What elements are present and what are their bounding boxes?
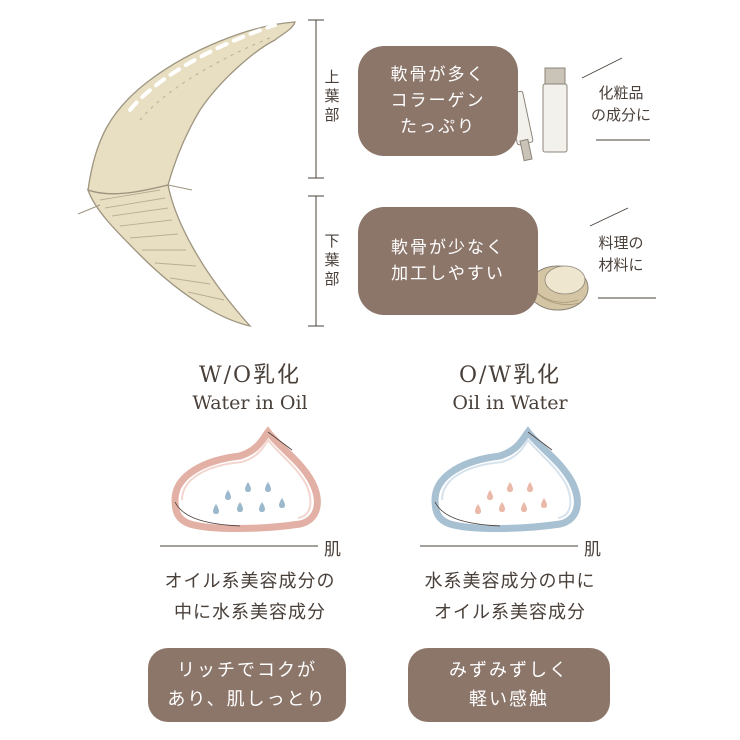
upper-lobe-shape bbox=[87, 21, 296, 195]
ow-description: 水系美容成分の中に オイル系美容成分 bbox=[380, 566, 640, 628]
ow-title-en: Oil in Water bbox=[452, 392, 568, 414]
upper-label-char: 葉 bbox=[324, 87, 340, 105]
pill-line: 軟骨が少なく bbox=[391, 238, 505, 258]
pill-line: みずみずしく bbox=[449, 660, 569, 681]
pill-line: リッチでコクが bbox=[177, 660, 317, 681]
note-line: 化粧品 bbox=[598, 84, 644, 102]
upper-lobe-label: 上 葉 部 bbox=[322, 68, 342, 125]
note-line: 材料に bbox=[598, 256, 644, 274]
upper-label-char: 上 bbox=[324, 68, 340, 86]
pill-line: たっぷり bbox=[400, 117, 476, 137]
wo-heading: W/O乳化 Water in Oil bbox=[140, 362, 360, 416]
pill-line: 軽い感触 bbox=[469, 689, 549, 710]
wo-cream-shape bbox=[171, 426, 321, 532]
lower-lobe-label: 下 葉 部 bbox=[322, 232, 342, 289]
desc-line: オイル系美容成分の bbox=[164, 571, 336, 592]
wo-title-jp: W/O乳化 bbox=[198, 363, 302, 388]
upper-lobe-dashes bbox=[128, 23, 277, 112]
desc-line: オイル系美容成分 bbox=[434, 602, 586, 623]
ow-title-jp: O/W乳化 bbox=[458, 363, 562, 388]
ow-heading: O/W乳化 Oil in Water bbox=[400, 362, 620, 416]
cosmetic-bottle-icon bbox=[542, 67, 568, 153]
upper-label-char: 部 bbox=[324, 106, 340, 124]
cooking-note: 料理の 材料に bbox=[586, 232, 656, 276]
lower-lobe-fibers bbox=[99, 189, 225, 301]
cosmetics-note: 化粧品 の成分に bbox=[578, 82, 664, 126]
wo-feature-pill: リッチでコクが あり、肌しっとり bbox=[148, 648, 346, 722]
lower-lobe-shape bbox=[86, 184, 252, 328]
food-slice-icon bbox=[527, 265, 589, 311]
wo-description: オイル系美容成分の 中に水系美容成分 bbox=[120, 566, 380, 628]
pill-line: 加工しやすい bbox=[391, 264, 505, 284]
pill-line: コラーゲン bbox=[390, 91, 486, 111]
lower-label-char: 葉 bbox=[324, 251, 340, 269]
upper-lobe-pill: 軟骨が多く コラーゲン たっぷり bbox=[358, 46, 518, 156]
ow-feature-pill: みずみずしく 軽い感触 bbox=[408, 648, 610, 722]
note-line: の成分に bbox=[590, 106, 651, 124]
pill-line: あり、肌しっとり bbox=[167, 689, 327, 710]
lower-label-char: 下 bbox=[324, 232, 340, 250]
wo-title-en: Water in Oil bbox=[192, 392, 308, 414]
note-line: 料理の bbox=[598, 234, 644, 252]
ow-cream-shape bbox=[431, 426, 581, 532]
wo-water-drops bbox=[213, 482, 285, 514]
lower-label-char: 部 bbox=[324, 270, 340, 288]
pill-line: 軟骨が多く bbox=[390, 65, 486, 85]
wo-skin-label: 肌 bbox=[324, 540, 341, 560]
desc-line: 中に水系美容成分 bbox=[174, 602, 326, 623]
desc-line: 水系美容成分の中に bbox=[424, 571, 596, 592]
ow-oil-drops bbox=[475, 482, 547, 514]
lower-lobe-pill: 軟骨が少なく 加工しやすい bbox=[358, 207, 538, 315]
ow-skin-label: 肌 bbox=[584, 540, 601, 560]
emulsion-illustrations bbox=[160, 426, 581, 547]
